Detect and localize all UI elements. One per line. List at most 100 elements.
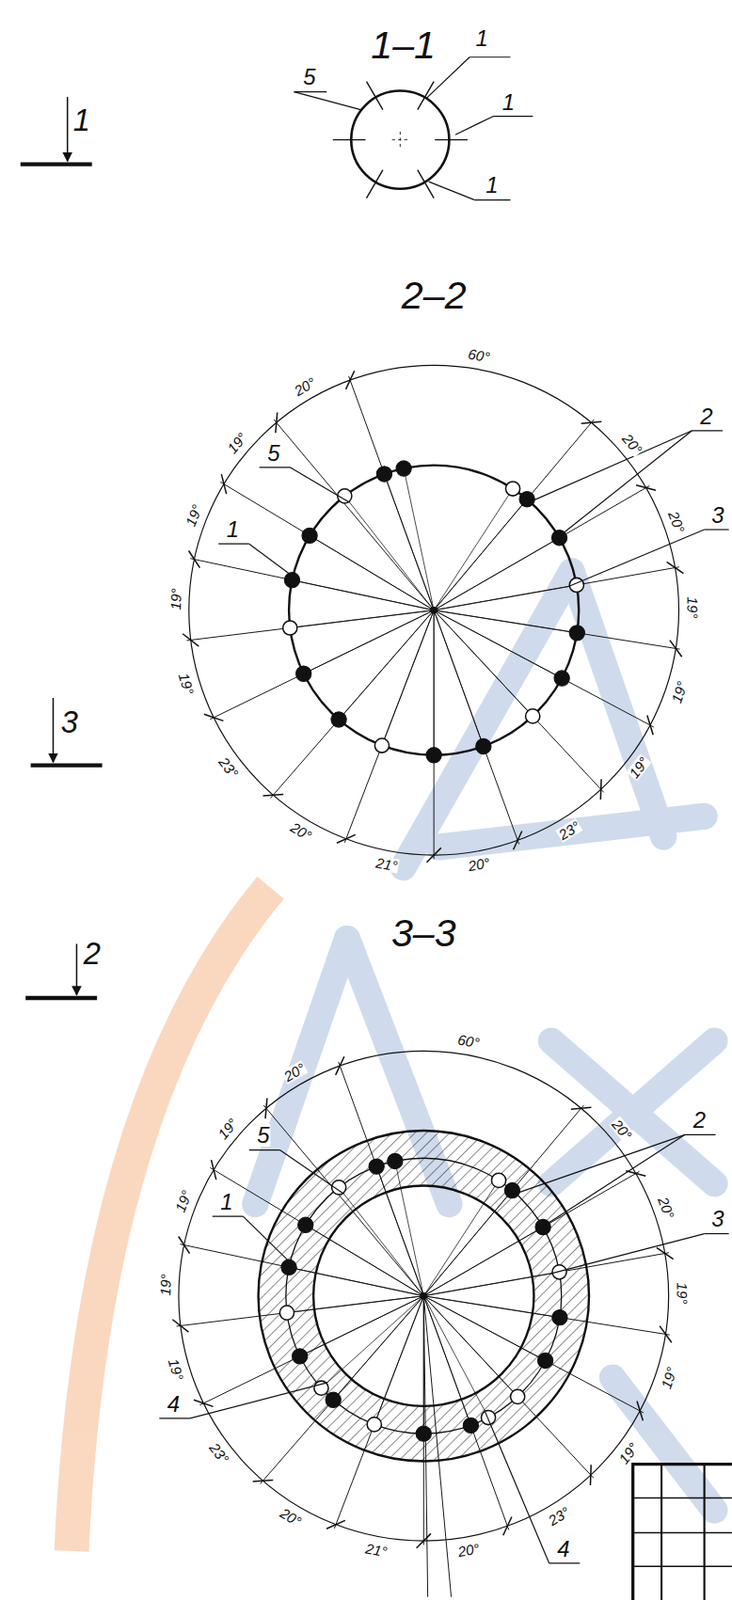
radial-line xyxy=(423,1296,428,1598)
bar-stub xyxy=(333,139,366,141)
bar-stub xyxy=(366,81,383,111)
bar-filled xyxy=(296,666,312,682)
bar-circle xyxy=(286,1158,562,1434)
bar-filled xyxy=(396,461,412,477)
radial-line xyxy=(433,419,594,611)
section-mark-number: 1 xyxy=(72,105,92,137)
watermark xyxy=(71,572,715,1552)
table-rule xyxy=(633,1565,732,1568)
watermark-stroke xyxy=(551,1041,716,1185)
radial-line xyxy=(349,376,435,611)
callout-number: 3 xyxy=(710,1208,725,1231)
radial-line xyxy=(374,1296,424,1426)
section-arrow xyxy=(66,96,69,161)
angle-dimension: 19° xyxy=(668,679,689,707)
dimension-tick xyxy=(265,1098,268,1119)
radial-line xyxy=(273,419,434,611)
leader-underline xyxy=(549,1562,581,1564)
bar-hollow xyxy=(283,620,298,636)
radial-line xyxy=(186,610,434,641)
angle-dimension: 20° xyxy=(286,819,315,844)
radial-line xyxy=(423,1171,639,1296)
angle-dimension: 21° xyxy=(364,1541,390,1560)
dimension-tick xyxy=(503,1517,512,1537)
leader-underline xyxy=(259,466,291,468)
radial-line xyxy=(433,499,527,611)
radial-line xyxy=(433,610,654,728)
dimension-tick xyxy=(172,1320,189,1333)
angle-dimension: 20° xyxy=(276,1505,304,1530)
watermark-stroke xyxy=(612,1378,715,1512)
bar-filled xyxy=(569,625,585,641)
radial-line xyxy=(263,1105,424,1297)
radial-line xyxy=(260,1296,425,1485)
bar-filled xyxy=(298,1217,314,1233)
section-arrow xyxy=(76,943,79,995)
section-title: 3–3 xyxy=(390,914,458,954)
radial-line xyxy=(344,610,434,844)
bar-filled xyxy=(504,1182,520,1198)
angle-dimension: 23° xyxy=(216,753,242,781)
dimension-tick xyxy=(204,714,224,721)
dimension-tick xyxy=(346,370,355,390)
bar-filled xyxy=(554,670,570,686)
angle-dimension: 20° xyxy=(619,430,646,459)
callout-number: 2 xyxy=(692,1109,707,1132)
section-line xyxy=(20,161,93,166)
dimension-tick xyxy=(656,1247,674,1259)
callout-number: 1 xyxy=(501,91,516,114)
callout-number: 1 xyxy=(475,27,490,50)
bar-filled xyxy=(387,1153,403,1169)
leader-line xyxy=(289,467,350,503)
angle-dimension: 19° xyxy=(224,429,252,457)
dimension-tick xyxy=(581,421,603,424)
pipe-circle xyxy=(288,465,579,756)
radial-line xyxy=(286,1296,424,1314)
angle-dimension: 20° xyxy=(655,1194,678,1223)
dimension-tick xyxy=(336,834,356,844)
radial-line xyxy=(199,1296,424,1406)
section-mark-number: 3 xyxy=(60,707,80,739)
axis-line xyxy=(392,131,409,148)
radial-line xyxy=(270,610,434,799)
angle-dimension: 20° xyxy=(666,509,688,537)
bar-filled xyxy=(331,712,347,728)
bar-filled xyxy=(415,1426,431,1442)
watermark-arc xyxy=(71,888,271,1552)
dimension-tick xyxy=(210,1160,216,1180)
radial-line xyxy=(338,1187,424,1296)
radial-line xyxy=(423,1180,499,1297)
dimension-tick xyxy=(178,1236,191,1254)
radial-line xyxy=(309,535,434,610)
leader-line xyxy=(242,1216,297,1270)
leader-underline xyxy=(684,1134,717,1136)
leader-line xyxy=(190,1383,328,1419)
angle-dimension: 19° xyxy=(172,1188,194,1216)
radial-line xyxy=(423,1296,560,1319)
dimension-tick xyxy=(600,779,603,800)
callout-number: 5 xyxy=(266,442,281,465)
callout-number: 1 xyxy=(219,1191,234,1214)
bar-stub xyxy=(434,139,468,141)
radial-line xyxy=(220,481,434,610)
dimension-tick xyxy=(416,1533,431,1548)
line-work xyxy=(20,57,732,1600)
radial-line xyxy=(423,1191,512,1297)
watermark-stroke xyxy=(439,816,705,848)
angle-dimension: 21° xyxy=(373,855,399,874)
radial-line xyxy=(338,1062,425,1297)
callout-number: 2 xyxy=(699,405,714,429)
bar-filled xyxy=(368,1159,384,1175)
radial-line xyxy=(433,610,435,756)
angle-dimension: 20° xyxy=(465,855,492,874)
radial-line xyxy=(423,1272,559,1296)
leader-line xyxy=(507,1134,685,1197)
radial-line xyxy=(433,610,605,794)
dimension-tick xyxy=(326,1520,346,1529)
dimension-tick xyxy=(182,634,199,647)
angle-dimension: 19° xyxy=(158,1273,174,1298)
dimension-tick xyxy=(263,794,285,796)
angle-dimension: 19° xyxy=(657,1365,679,1393)
callout-number: 3 xyxy=(710,504,725,527)
